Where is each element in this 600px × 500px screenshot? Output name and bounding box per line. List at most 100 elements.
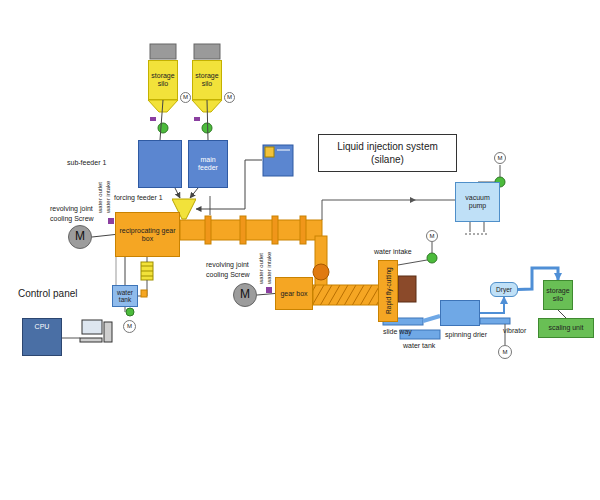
main-feeder: main feeder (188, 140, 228, 188)
cooling-screw (266, 287, 272, 293)
flange (272, 216, 278, 244)
dryer: Dryer (490, 282, 518, 297)
shaft (500, 165, 501, 177)
node-text: M (240, 288, 250, 301)
part-label: vibrator (503, 327, 526, 335)
coil (141, 271, 153, 272)
spinning-drier: spinning drier (440, 300, 480, 326)
valve-handle (194, 117, 200, 121)
node-text: storage silo (151, 72, 175, 87)
drain (465, 234, 489, 235)
motor: M (123, 320, 136, 333)
storage-silo: storage silo (148, 60, 178, 100)
scaling-unit: scaling unit (538, 318, 594, 338)
tower (104, 322, 112, 342)
liquid-injection: Liquid injection system (silane) (262, 128, 457, 178)
heat-exchanger (141, 262, 153, 280)
pipe (116, 255, 117, 285)
node-text: gear box (280, 290, 307, 298)
node-text: M (503, 349, 508, 356)
connector (175, 188, 180, 198)
valve-handle (150, 117, 156, 121)
connector (207, 100, 208, 140)
motor: M (233, 283, 257, 307)
connector (558, 310, 566, 318)
node-text: sub-feeder 1 (67, 159, 106, 167)
device-gauge (277, 150, 290, 151)
silo-top (150, 44, 176, 59)
cutter-motor (398, 276, 416, 302)
pipe (138, 280, 147, 296)
motor: M (180, 92, 191, 103)
pipe-label: water outlet (258, 253, 265, 284)
vacuum-line (322, 165, 505, 234)
node-text: M (430, 233, 435, 240)
node-text: M (498, 155, 503, 162)
injection-line (210, 196, 211, 215)
motor: M (494, 152, 506, 164)
motor: M (224, 92, 235, 103)
motor: M (498, 345, 512, 359)
injection-device (262, 144, 296, 178)
silo-hoppers (148, 44, 222, 133)
cooling-screw (108, 218, 114, 224)
coil (141, 276, 153, 277)
pipe-label: water intake (105, 181, 112, 213)
extruder-2 (266, 242, 437, 305)
screw-barrel (313, 285, 379, 305)
pipe-label: water outlet (97, 182, 104, 213)
connector (480, 297, 504, 313)
sub-feeder: sub-feeder 1 (138, 140, 182, 188)
silo-top (194, 44, 220, 59)
part-label: slide way (383, 328, 412, 336)
device-body (263, 145, 293, 176)
connector (257, 294, 275, 296)
cable (62, 338, 80, 339)
vacuum-pipe (322, 200, 455, 220)
storage-silo: storage silo (192, 60, 222, 100)
node-text: spinning drier (445, 331, 487, 339)
drain (470, 222, 471, 232)
node-text: M (75, 230, 85, 243)
vacuum-pump: vacuum pump (455, 182, 500, 222)
node-text: storage silo (546, 287, 570, 302)
flow-arrow (410, 197, 416, 203)
node-text: Dryer (496, 286, 512, 293)
part-label: revolving joint (206, 261, 249, 269)
vibrator (480, 318, 510, 324)
pipe (125, 307, 126, 312)
part-label: cooling Screw (50, 215, 94, 223)
rotary-valve (158, 123, 168, 133)
valve (141, 290, 147, 297)
node-text: storage silo (195, 72, 219, 87)
part-label: water intake (374, 248, 412, 256)
motor: M (68, 225, 92, 249)
node-text: main feeder (191, 156, 225, 171)
node-text: CPU (35, 323, 50, 331)
node-text: water tank (115, 289, 135, 303)
keyboard (80, 338, 102, 342)
connector (190, 188, 198, 198)
connector (160, 100, 163, 140)
node-text: M (183, 94, 188, 101)
node-text: scaling unit (548, 324, 583, 332)
pelletizer: Rapid fly-cutting (378, 260, 398, 322)
pump (126, 308, 134, 316)
drain (484, 222, 485, 232)
connector (92, 235, 115, 238)
melt-pump (313, 264, 329, 280)
coil (141, 266, 153, 267)
flange (240, 216, 246, 244)
shaft (432, 242, 433, 253)
storage-silo: storage silo (543, 280, 573, 310)
part-label: revolving joint (50, 205, 93, 213)
gear-box: gear box (275, 277, 313, 310)
flange (300, 216, 306, 244)
control-cabinet: CPU (22, 318, 62, 356)
node-text: reciprocating gear box (118, 227, 177, 242)
node-text: vacuum pump (458, 194, 497, 209)
pipe (398, 260, 427, 265)
water-tank: water tank (112, 285, 138, 307)
part-label: water tank (403, 342, 435, 350)
node-text: forcing feeder 1 (114, 194, 163, 202)
